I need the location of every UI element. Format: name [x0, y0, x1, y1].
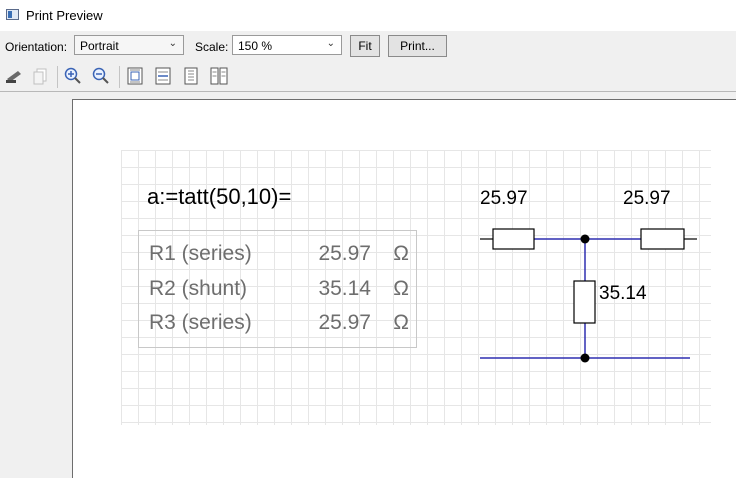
shunt-resistor-value: 35.14 [599, 283, 647, 304]
fit-width-icon[interactable] [153, 66, 173, 86]
left-resistor-value: 25.97 [480, 188, 528, 209]
table-row: R1 (series) 25.97 Ω [149, 242, 409, 272]
chevron-down-icon: ⌄ [168, 38, 177, 49]
toolbar-separator [57, 66, 58, 88]
top-node [580, 234, 590, 244]
table-row: R3 (series) 25.97 Ω [149, 311, 409, 341]
preview-toolbar [0, 62, 736, 92]
row-unit: Ω [393, 277, 409, 300]
circuit-svg [480, 228, 697, 363]
bottom-node [580, 353, 590, 363]
orientation-value: Portrait [80, 39, 119, 53]
row-value: 25.97 [318, 311, 371, 334]
fit-button[interactable]: Fit [350, 35, 380, 57]
table-row: R2 (shunt) 35.14 Ω [149, 277, 409, 307]
scale-select[interactable]: 150 % ⌄ [232, 35, 342, 55]
window-title: Print Preview [26, 8, 103, 23]
copy-icon[interactable] [31, 66, 51, 86]
row-name: R3 (series) [149, 311, 252, 334]
two-pages-icon[interactable] [209, 66, 229, 86]
row-value: 25.97 [318, 242, 371, 265]
options-bar: Orientation: Portrait ⌄ Scale: 150 % ⌄ F… [0, 31, 736, 62]
formula-text: a:=tatt(50,10)= [147, 184, 292, 209]
row-unit: Ω [393, 311, 409, 334]
left-resistor [492, 228, 535, 250]
results-table: R1 (series) 25.97 Ω R2 (shunt) 35.14 Ω R… [138, 230, 417, 348]
toolbar-separator [119, 66, 120, 88]
title-bar: Print Preview [0, 0, 736, 31]
scale-label: Scale: [195, 40, 229, 54]
preview-margin [0, 92, 72, 478]
right-resistor [640, 228, 685, 250]
row-name: R1 (series) [149, 242, 252, 265]
shunt-resistor [573, 280, 596, 324]
zoom-in-icon[interactable] [63, 66, 83, 86]
zoom-out-icon[interactable] [91, 66, 111, 86]
print-button[interactable]: Print... [388, 35, 447, 57]
preview-page[interactable]: a:=tatt(50,10)= R1 (series) 25.97 Ω R2 (… [72, 99, 736, 478]
row-value: 35.14 [318, 277, 371, 300]
row-unit: Ω [393, 242, 409, 265]
chevron-down-icon: ⌄ [326, 38, 335, 49]
right-resistor-value: 25.97 [623, 188, 671, 209]
fit-page-icon[interactable] [125, 66, 145, 86]
single-page-icon[interactable] [181, 66, 201, 86]
print-icon[interactable] [4, 66, 24, 86]
orientation-label: Orientation: [5, 40, 68, 54]
app-window-icon [6, 9, 19, 20]
row-name: R2 (shunt) [149, 277, 248, 300]
orientation-select[interactable]: Portrait ⌄ [74, 35, 184, 55]
scale-value: 150 % [238, 39, 273, 53]
